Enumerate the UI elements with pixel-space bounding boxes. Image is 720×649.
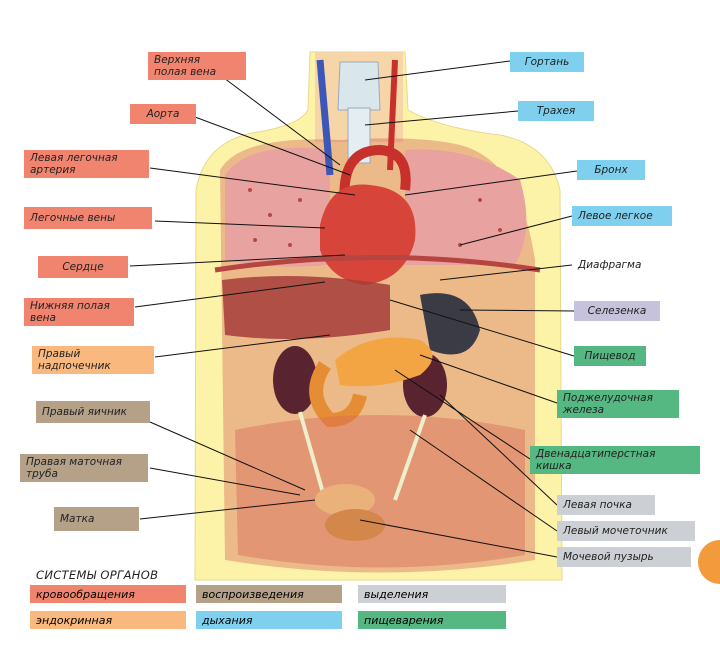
- liver-shape: [222, 276, 390, 339]
- label-inferior-vena-cava: Нижняя полая вена: [24, 298, 134, 326]
- legend-excretory: выделения: [358, 585, 506, 603]
- label-uterus: Матка: [54, 507, 139, 531]
- bladder-shape: [325, 509, 385, 541]
- label-superior-vena-cava: Верхняя полая вена: [148, 52, 246, 80]
- label-aorta: Аорта: [130, 104, 196, 124]
- label-larynx: Гортань: [510, 52, 584, 72]
- legend-circulatory: кровообращения: [30, 585, 186, 603]
- label-heart: Сердце: [38, 256, 128, 278]
- label-duodenum: Двенадцатиперстная кишка: [530, 446, 700, 474]
- label-left-kidney: Левая почка: [557, 495, 655, 515]
- label-bladder: Мочевой пузырь: [557, 547, 691, 567]
- label-right-fallopian-tube: Правая маточная труба: [20, 454, 148, 482]
- legend-reproductive: воспроизведения: [196, 585, 342, 603]
- legend-title: СИСТЕМЫ ОРГАНОВ: [36, 568, 158, 582]
- label-left-ureter: Левый мочеточник: [557, 521, 695, 541]
- label-right-adrenal: Правый надпочечник: [32, 346, 154, 374]
- label-pancreas: Поджелудочная железа: [557, 390, 679, 418]
- label-pulmonary-veins: Легочные вены: [24, 207, 152, 229]
- label-diaphragm: Диафрагма: [572, 256, 667, 274]
- label-right-ovary: Правый яичник: [36, 401, 150, 423]
- edge-accent: [698, 540, 720, 584]
- legend-respiratory: дыхания: [196, 611, 342, 629]
- legend-endocrine: эндокринная: [30, 611, 186, 629]
- larynx: [338, 62, 380, 110]
- right-lung: [225, 148, 330, 267]
- label-trachea: Трахея: [518, 101, 594, 121]
- label-left-pulmonary-artery: Левая легочная артерия: [24, 150, 149, 178]
- label-bronchus: Бронх: [577, 160, 645, 180]
- label-left-lung: Левое легкое: [572, 206, 672, 226]
- legend-digestive: пищеварения: [358, 611, 506, 629]
- label-esophagus: Пищевод: [574, 346, 646, 366]
- label-spleen: Селезенка: [574, 301, 660, 321]
